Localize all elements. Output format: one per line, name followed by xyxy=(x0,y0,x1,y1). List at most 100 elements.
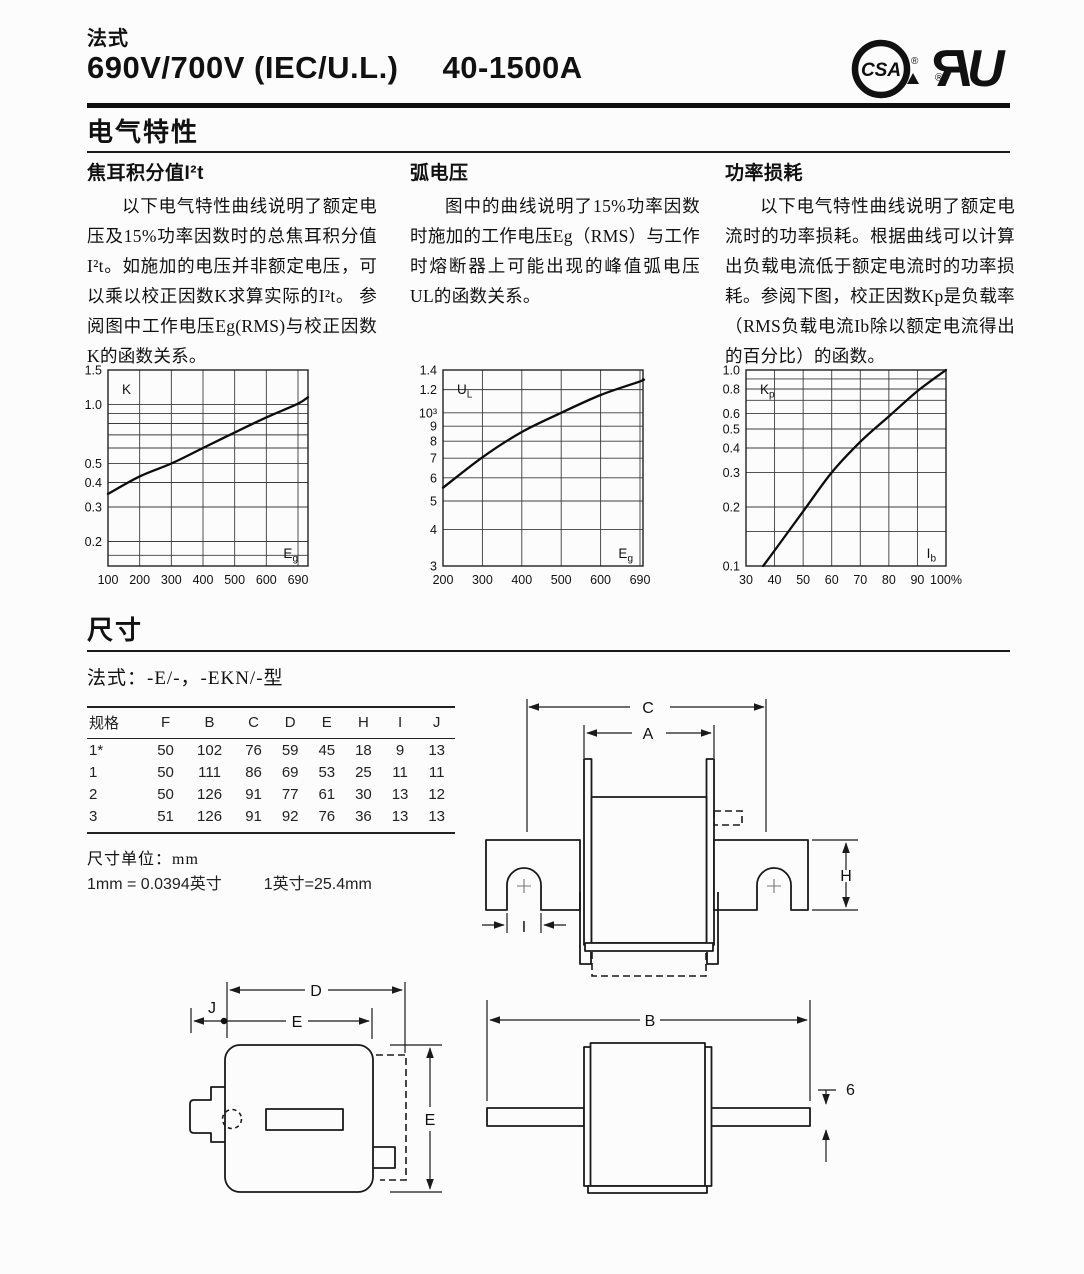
section-title-dimensions: 尺寸 xyxy=(87,615,144,645)
x-tick-label: 300 xyxy=(472,573,493,587)
x-tick-label: 600 xyxy=(256,573,277,587)
electrical-rule xyxy=(87,151,1010,153)
table-cell: 53 xyxy=(318,763,336,781)
table-header-cell: I xyxy=(381,706,419,739)
x-tick-label: 30 xyxy=(739,573,753,587)
table-cell: 25 xyxy=(355,763,372,781)
csa-logo-icon: CSA ® xyxy=(851,39,919,99)
y-tick-label: 1.5 xyxy=(85,364,102,378)
y-tick-label: 1.0 xyxy=(723,364,740,378)
title-current: 40-1500A xyxy=(442,50,583,85)
column-heading: 焦耳积分值I²t xyxy=(87,163,204,184)
dimensions-rule xyxy=(87,650,1010,652)
type-designation: 法式：-E/-，-EKN/-型 xyxy=(87,668,284,689)
unit-note: 尺寸单位：mm xyxy=(87,851,199,868)
y-tick-label: 0.3 xyxy=(85,500,102,514)
drawing-front-view: C A H I xyxy=(482,699,858,977)
y-tick-label: 7 xyxy=(430,452,437,466)
table-cell: 51 xyxy=(147,805,184,834)
y-tick-label: 0.3 xyxy=(723,466,740,480)
dim-origin-dot xyxy=(220,1017,228,1025)
ul-registered-mark: ® xyxy=(935,72,943,84)
y-tick-label: 8 xyxy=(430,435,437,449)
dim-label-b: B xyxy=(645,1013,656,1030)
dim-label-e2: E xyxy=(425,1112,436,1129)
x-tick-label: 200 xyxy=(433,573,454,587)
table-cell: 3 xyxy=(87,805,148,834)
table-header-cell: D xyxy=(271,706,309,739)
table-cell: 50 xyxy=(157,741,174,759)
chart-y-axis-symbol: Kp xyxy=(760,382,775,401)
y-tick-label: 0.2 xyxy=(85,535,102,549)
dim-label-c: C xyxy=(642,700,654,717)
table-cell: 92 xyxy=(271,805,309,834)
section-title-electrical: 电气特性 xyxy=(87,117,200,147)
table-cell: 126 xyxy=(197,785,223,803)
x-tick-label: 60 xyxy=(825,573,839,587)
table-cell: 59 xyxy=(281,741,299,759)
table-cell: 13 xyxy=(391,785,409,803)
table-cell: 69 xyxy=(281,763,299,781)
y-tick-label: 0.4 xyxy=(723,441,740,455)
y-tick-label: 1.4 xyxy=(420,364,437,378)
table-header-cell: F xyxy=(147,706,184,739)
dim-label-j: J xyxy=(208,1000,216,1017)
ul-logo-r: R xyxy=(933,40,971,98)
y-tick-label: 1.0 xyxy=(85,398,102,412)
y-tick-label: 5 xyxy=(430,495,437,509)
table-cell: 9 xyxy=(395,741,405,759)
table-cell: 1 xyxy=(89,763,98,781)
x-tick-label: 100 xyxy=(98,573,119,587)
drawing-side-view: J D E E xyxy=(189,982,442,1193)
dim-label-d: D xyxy=(310,983,322,1000)
x-tick-label: 80 xyxy=(882,573,896,587)
chart-y-axis-symbol: UL xyxy=(457,382,473,401)
title-voltage: 690V/700V (IEC/U.L.) xyxy=(87,50,399,85)
dim-label-i: I xyxy=(522,919,526,936)
y-tick-label: 6 xyxy=(430,471,437,485)
x-tick-label: 300 xyxy=(161,573,182,587)
table-cell: 50 xyxy=(157,785,174,803)
csa-registered-mark: ® xyxy=(911,56,919,67)
y-tick-label: 0.1 xyxy=(723,560,740,574)
y-tick-label: 9 xyxy=(430,420,437,434)
table-header-cell: J xyxy=(418,706,455,739)
ul-logo-u: U xyxy=(967,40,1006,98)
column-body: 以下电气特性曲线说明了额定电压及15%功率因数时的总焦耳积分值I²t。如施加的电… xyxy=(87,196,377,367)
y-tick-label: 0.5 xyxy=(723,423,740,437)
dim-label-6: 6 xyxy=(846,1082,855,1099)
table-cell: 91 xyxy=(235,805,272,834)
x-tick-label: 500 xyxy=(224,573,245,587)
table-cell: 86 xyxy=(245,763,262,781)
dim-label-e: E xyxy=(292,1014,303,1031)
y-tick-label: 3 xyxy=(430,560,437,574)
chart-y-axis-symbol: K xyxy=(122,382,131,397)
table-header-cell: B xyxy=(183,706,236,739)
x-tick-label: 40 xyxy=(768,573,782,587)
table-cell: 18 xyxy=(355,741,372,759)
column-power-loss: 功率损耗 以下电气特性曲线说明了额定电流时的功率损耗。根据曲线可以计算出负载电流… xyxy=(725,158,1015,372)
column-body: 以下电气特性曲线说明了额定电流时的功率损耗。根据曲线可以计算出负载电流低于额定电… xyxy=(725,196,1015,367)
y-tick-label: 10³ xyxy=(419,406,437,420)
dim-label-h: H xyxy=(840,868,852,885)
table-header-cell: H xyxy=(345,706,382,739)
series-label: 法式 xyxy=(87,28,129,50)
table-cell: 1* xyxy=(89,741,104,759)
table-cell: 30 xyxy=(355,785,372,803)
table-cell: 45 xyxy=(318,741,336,759)
chart-curve xyxy=(761,368,948,568)
x-tick-label: 690 xyxy=(288,573,309,587)
csa-triangle-icon xyxy=(907,73,919,84)
certification-logos: CSA ® ® R U xyxy=(845,34,1010,104)
table-cell: 102 xyxy=(197,741,223,759)
table-cell: 13 xyxy=(418,805,455,834)
chart-x-axis-symbol: Eg xyxy=(283,546,298,565)
y-tick-label: 1.2 xyxy=(420,383,437,397)
